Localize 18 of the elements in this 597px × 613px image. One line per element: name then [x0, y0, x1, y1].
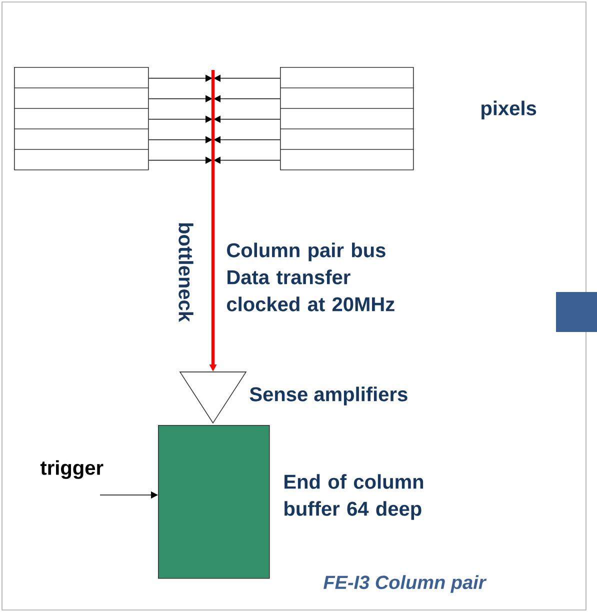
- pixel-cell: [14, 149, 149, 170]
- pixel-cell: [14, 88, 149, 109]
- pixel-cell: [280, 149, 414, 170]
- edge-label: bottleneck: [178, 223, 194, 322]
- pixel-cell: [280, 88, 414, 109]
- text-label: trigger: [40, 460, 104, 479]
- pixel-cell: [14, 67, 149, 88]
- pixel-cell: [280, 108, 414, 130]
- description-text: End of column buffer 64 deep: [284, 474, 424, 520]
- pixel-cell: [14, 108, 149, 130]
- pixel-cell: [280, 67, 414, 88]
- buffer-box: [158, 425, 270, 579]
- description-text: Sense amplifiers: [250, 386, 408, 406]
- pixel-cell: [14, 128, 149, 150]
- caption: FE-I3 Column pair: [324, 575, 487, 593]
- text-label: Column pair bus Data transfer clocked at 20MHz: [226, 242, 394, 312]
- pixel-cell: [280, 128, 414, 150]
- text-label: pixels: [482, 100, 536, 120]
